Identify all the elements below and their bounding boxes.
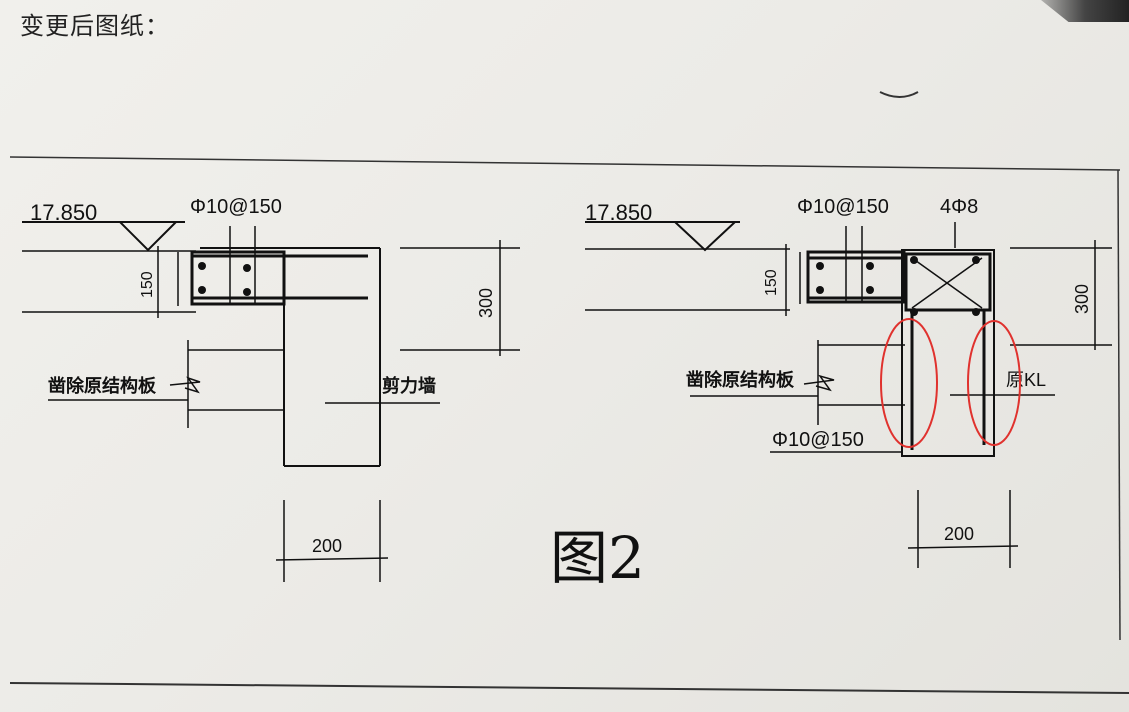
right-remove-note: 凿除原结构板 <box>686 369 795 391</box>
left-remove-note: 凿除原结构板 <box>48 375 157 397</box>
left-width-dim: 200 <box>312 536 342 556</box>
right-detail <box>585 221 1112 568</box>
right-top-rebar: Φ10@150 <box>797 196 889 218</box>
sheet-bottom-border <box>9 682 1129 694</box>
right-corner-bars: 4Φ8 <box>940 196 978 218</box>
left-depth-dim: 300 <box>476 288 496 318</box>
sheet-top-border <box>9 156 1121 171</box>
left-top-rebar: Φ10@150 <box>190 196 282 218</box>
left-wall-label: 剪力墙 <box>382 375 436 397</box>
left-elevation-marker <box>119 221 177 252</box>
right-side-rebar: Φ10@150 <box>772 429 864 451</box>
red-highlights <box>880 318 1021 448</box>
caption: 变更后图纸： <box>20 12 170 40</box>
right-width-dim: 200 <box>944 524 974 544</box>
right-elevation-marker <box>674 221 736 252</box>
left-slab-thickness: 150 <box>139 271 156 298</box>
right-slab-thickness: 150 <box>763 269 780 296</box>
photo-corner-shadow <box>1041 0 1129 22</box>
highlight-right-stirrup <box>967 320 1021 446</box>
right-depth-dim: 300 <box>1072 284 1092 314</box>
right-rebar-dots <box>816 256 980 316</box>
right-elevation: 17.850 <box>585 200 652 225</box>
figure-label: 图2 <box>550 524 645 592</box>
left-rebar-dots <box>198 262 251 296</box>
left-elevation: 17.850 <box>30 200 97 225</box>
right-beam-label: 原KL <box>1006 370 1046 390</box>
sheet-right-border <box>1117 169 1121 641</box>
left-detail <box>22 221 520 582</box>
pen-mark <box>879 91 919 98</box>
highlight-left-stirrup <box>880 318 938 448</box>
